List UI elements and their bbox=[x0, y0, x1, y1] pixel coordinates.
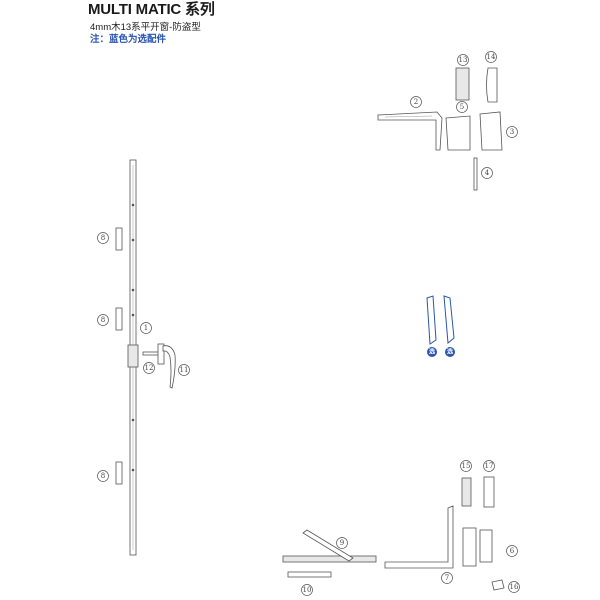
svg-text:6: 6 bbox=[510, 547, 515, 555]
svg-text:5: 5 bbox=[460, 103, 464, 111]
callout-16: 16 bbox=[508, 581, 520, 593]
svg-text:15: 15 bbox=[462, 462, 471, 470]
callout-14: 14 bbox=[485, 51, 497, 63]
svg-text:16: 16 bbox=[510, 583, 519, 591]
callout-6: 6 bbox=[506, 545, 518, 557]
page-title: MULTI MATIC 系列 bbox=[88, 1, 215, 18]
callouts: 1 2 3 4 5 6 7 8 8 8 9 10 11 12 13 14 15 … bbox=[97, 51, 520, 596]
callout-8: 8 bbox=[97, 232, 109, 244]
callout-3: 3 bbox=[506, 126, 518, 138]
svg-text:3: 3 bbox=[510, 128, 514, 136]
corner-drive-top bbox=[377, 111, 443, 151]
callout-8: 8 bbox=[97, 314, 109, 326]
svg-text:17: 17 bbox=[485, 462, 494, 470]
espagnolette-bar bbox=[127, 159, 139, 556]
handle bbox=[142, 343, 176, 389]
optional-keepers: 选 选 bbox=[426, 295, 455, 357]
svg-text:1: 1 bbox=[144, 324, 148, 332]
svg-text:13: 13 bbox=[459, 56, 468, 64]
subtitle: 4mm木13系平开窗-防盗型 bbox=[90, 22, 201, 33]
svg-text:7: 7 bbox=[445, 574, 449, 582]
svg-text:12: 12 bbox=[145, 364, 154, 372]
callout-2: 2 bbox=[410, 96, 422, 108]
callout-5: 5 bbox=[456, 101, 468, 113]
svg-text:14: 14 bbox=[487, 53, 496, 61]
callout-4: 4 bbox=[481, 167, 493, 179]
callout-13: 13 bbox=[457, 54, 469, 66]
svg-text:9: 9 bbox=[340, 539, 344, 547]
callout-15: 15 bbox=[460, 460, 472, 472]
svg-text:2: 2 bbox=[414, 98, 418, 106]
callout-17: 17 bbox=[483, 460, 495, 472]
keeper-parts bbox=[115, 227, 123, 485]
callout-8: 8 bbox=[97, 470, 109, 482]
callout-11: 11 bbox=[178, 364, 190, 376]
svg-text:8: 8 bbox=[101, 234, 105, 242]
callout-1: 1 bbox=[140, 322, 152, 334]
corner-drive-bottom bbox=[384, 476, 505, 591]
callout-10: 10 bbox=[301, 584, 313, 596]
svg-text:11: 11 bbox=[180, 366, 189, 374]
svg-text:8: 8 bbox=[101, 472, 105, 480]
stay-arm bbox=[282, 529, 377, 578]
optional-note: 注：蓝色为选配件 bbox=[90, 34, 167, 45]
optional-badge: 选 bbox=[429, 348, 435, 356]
callout-9: 9 bbox=[336, 537, 348, 549]
optional-badge: 选 bbox=[447, 348, 453, 356]
hinge-parts-top bbox=[445, 67, 503, 191]
callout-12: 12 bbox=[143, 362, 155, 374]
svg-text:10: 10 bbox=[303, 586, 312, 594]
svg-text:4: 4 bbox=[485, 169, 490, 177]
svg-text:8: 8 bbox=[101, 316, 105, 324]
callout-7: 7 bbox=[441, 572, 453, 584]
